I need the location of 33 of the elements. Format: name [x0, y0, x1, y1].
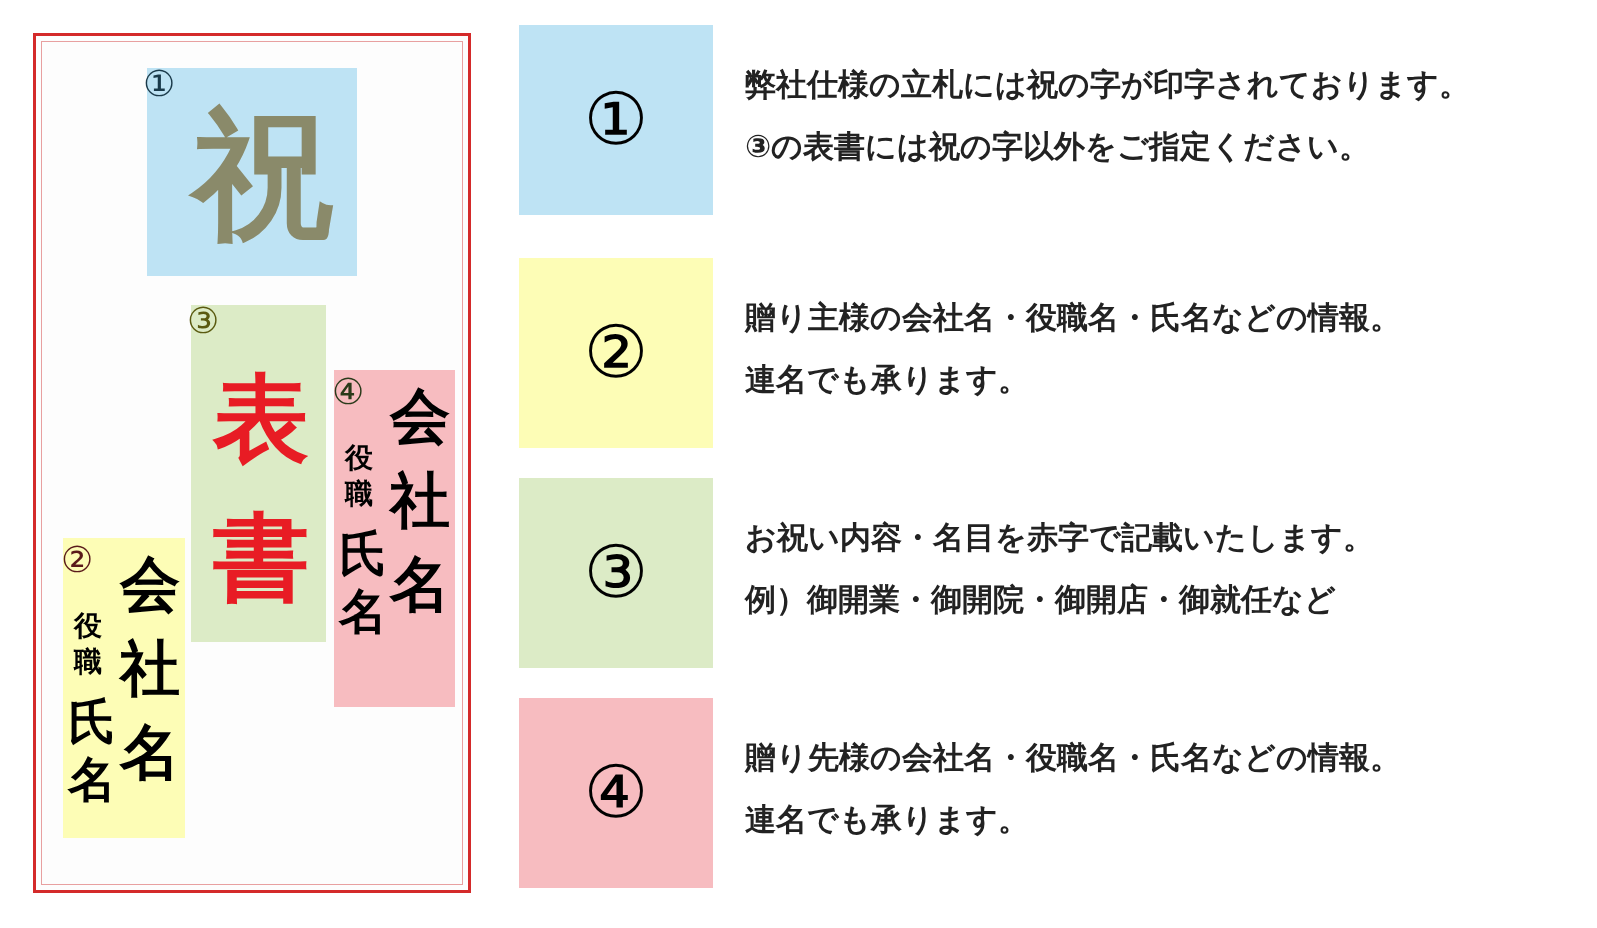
circled-number: ②: [61, 542, 94, 578]
description-text: 弊社仕様の立札には祝の字が印字されております。: [745, 69, 1470, 100]
job-title: 役職: [344, 440, 374, 513]
description-text: ③の表書には祝の字以外をご指定ください。: [745, 131, 1371, 162]
description-text: 連名でも承ります。: [745, 804, 1029, 835]
card-frame: [33, 33, 471, 893]
circled-number: ②: [582, 316, 650, 388]
circled-number: ①: [143, 66, 176, 102]
description-text: 連名でも承ります。: [745, 364, 1029, 395]
company-name: 会社名: [388, 380, 451, 621]
description-text: 贈り先様の会社名・役職名・氏名などの情報。: [745, 742, 1401, 773]
description-text: お祝い内容・名目を赤字で記載いたします。: [745, 522, 1374, 553]
circled-number: ④: [332, 374, 365, 410]
text-panel: [147, 68, 357, 276]
calligraphy-character: 祝: [189, 104, 336, 244]
heading-characters: 表書: [211, 361, 311, 617]
person-name: 氏名: [338, 525, 389, 641]
color-swatch-box: [519, 25, 713, 215]
text-panel: [334, 370, 455, 707]
circled-number: ③: [582, 536, 650, 608]
person-name: 氏名: [67, 693, 118, 809]
circled-number: ④: [582, 756, 650, 828]
description-text: 贈り主様の会社名・役職名・氏名などの情報。: [745, 302, 1401, 333]
color-swatch-box: [519, 478, 713, 668]
text-panel: [63, 538, 185, 838]
job-title: 役職: [73, 608, 103, 681]
circled-number: ③: [187, 303, 220, 339]
circled-number: ①: [582, 83, 650, 155]
description-text: 例）御開業・御開院・御開店・御就任など: [745, 584, 1336, 615]
text-panel: [191, 305, 326, 642]
color-swatch-box: [519, 258, 713, 448]
company-name: 会社名: [118, 548, 181, 789]
color-swatch-box: [519, 698, 713, 888]
